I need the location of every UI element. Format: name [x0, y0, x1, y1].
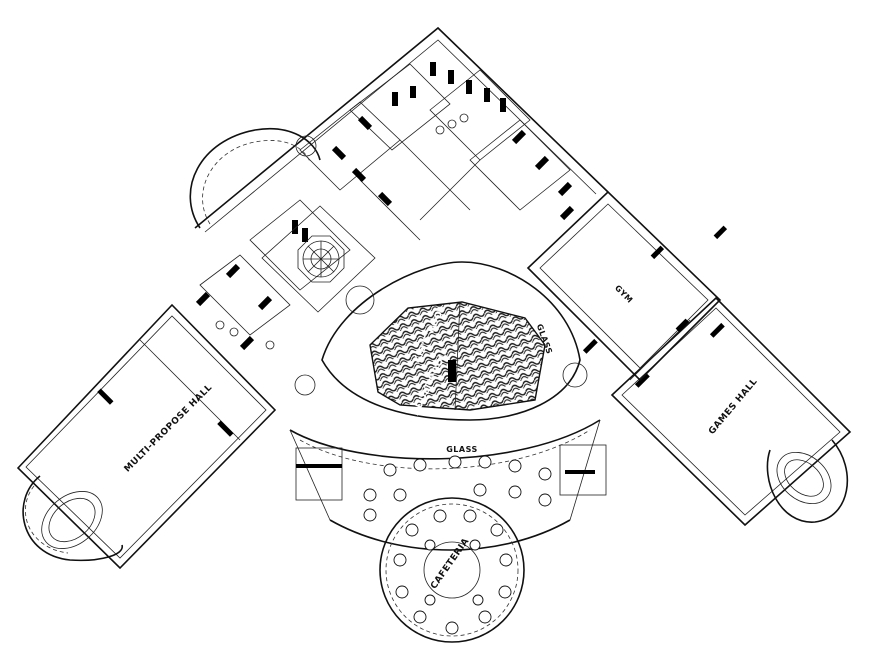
cafeteria-band: [289, 419, 607, 551]
cafeteria-label: CAFETERIA: [429, 536, 472, 591]
gym-label: GYM: [613, 283, 635, 305]
cafeteria: [379, 497, 525, 643]
multipurpose-hall-wing: [16, 303, 277, 570]
service-block: [194, 26, 609, 351]
glass-label-bottom: GLASS: [446, 445, 478, 454]
pool-area: [294, 261, 588, 421]
multipurpose-hall-label: MULTI-PROPOSE HALL: [123, 383, 215, 475]
games-hall-wing: [610, 296, 852, 527]
circular-bay: [189, 128, 321, 229]
lobby: [261, 205, 376, 313]
games-hall-label: GAMES HALL: [707, 377, 760, 437]
gym-wing: [526, 190, 728, 382]
